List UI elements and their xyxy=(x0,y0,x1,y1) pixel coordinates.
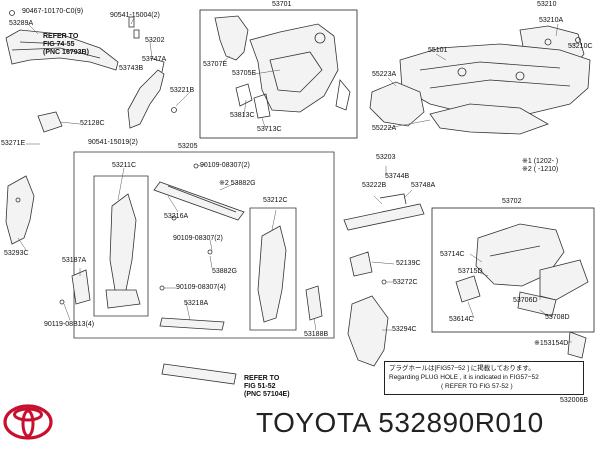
bracket-53293C xyxy=(5,175,35,245)
lower-bar xyxy=(161,363,237,385)
refer-bottom-line2: FIG 51-52 xyxy=(244,383,276,390)
callout-52139C: 52139C xyxy=(396,260,421,267)
callout-90467: 90467-10170-C0(9) xyxy=(22,8,84,15)
refer-bottom-line3: (PNC 57104E) xyxy=(244,391,290,398)
callout-153154D: ※153154D xyxy=(534,340,569,347)
dash-panel-55101 xyxy=(399,43,591,117)
member-53212C xyxy=(257,225,287,323)
callout-90119: 90119-08B13(4) xyxy=(44,321,95,328)
callout-53714C: 53714C xyxy=(440,251,465,258)
refer-note-bottom: REFER TO FIG 51-52 (PNC 57104E) xyxy=(244,375,290,399)
callout-53813C: 53813C xyxy=(230,112,255,119)
callout-53212C: 53212C xyxy=(263,197,288,204)
callout-53744B: 53744B xyxy=(385,173,410,180)
leader-lines xyxy=(17,17,579,343)
legend: ※1 (1202- ) ※2 ( -1210) xyxy=(522,158,558,174)
brand-part-number: TOYOTA 532890R010 xyxy=(256,407,544,438)
callout-53294C: 53294C xyxy=(392,326,417,333)
callout-53293C: 53293C xyxy=(4,250,29,257)
callout-53882Gb: 53882G xyxy=(212,268,237,275)
legend-line2: ※2 ( -1210) xyxy=(522,166,559,173)
apron-53702 xyxy=(455,223,589,317)
callout-53210: 53210 xyxy=(537,1,557,8)
callout-53203: 53203 xyxy=(376,154,396,161)
callout-53707E: 53707E xyxy=(203,61,228,68)
callout-53222B: 53222B xyxy=(362,182,387,189)
bolt-icon xyxy=(159,163,213,291)
refer-top-line3: (PNC 16793B) xyxy=(43,49,89,56)
callout-53701: 53701 xyxy=(272,1,292,8)
callout-53272C: 53272C xyxy=(393,279,418,286)
callout-53216A: 53216A xyxy=(164,213,189,220)
callout-53705E: 53705E xyxy=(232,70,257,77)
callout-53210A: 53210A xyxy=(539,17,564,24)
bracket-53187A xyxy=(59,269,91,305)
callout-53743B: 53743B xyxy=(119,65,144,72)
callout-53187A: 53187A xyxy=(62,257,87,264)
callout-53289A: 53289A xyxy=(9,20,34,27)
panel-53701 xyxy=(214,15,351,119)
callout-55223A: 55223A xyxy=(372,71,397,78)
plug-hole-note: プラグホールは[FIG57−52 ] に掲載しております。 Regarding … xyxy=(384,361,584,395)
callout-53614C: 53614C xyxy=(449,316,474,323)
crossmember-53216A xyxy=(153,181,245,221)
callout-90541b: 90541-15019(2) xyxy=(88,139,138,146)
callout-55222A: 55222A xyxy=(372,125,397,132)
callout-90109c: 90109-08307(4) xyxy=(176,284,226,291)
callout-53713C: 53713C xyxy=(257,126,282,133)
insulator-55223A xyxy=(369,81,549,135)
apron-53294C xyxy=(347,295,389,367)
toyota-logo-icon xyxy=(3,404,53,440)
bar-53218A xyxy=(159,317,225,331)
callout-53748A: 53748A xyxy=(411,182,436,189)
callout-53715D: 53715D xyxy=(458,268,483,275)
bolt-icon xyxy=(171,107,177,113)
callout-53882Ga: ※2 53882G xyxy=(219,180,256,187)
callout-53271E: 53271E xyxy=(1,140,26,147)
rail-53203 xyxy=(343,193,425,231)
callout-90541a: 90541-15004(2) xyxy=(110,12,160,19)
callout-53188B: 53188B xyxy=(304,331,329,338)
refer-top-line2: FIG 74-55 xyxy=(43,41,75,48)
refer-note-top: REFER TO FIG 74-55 (PNC 16793B) xyxy=(43,33,89,57)
bracket-53202 xyxy=(127,57,165,129)
callout-52128C: 52128C xyxy=(80,120,105,127)
callout-90109b: 90109-08307(2) xyxy=(173,235,223,242)
callout-53221B: 53221B xyxy=(170,87,195,94)
callout-53702: 53702 xyxy=(502,198,522,205)
note-english: Regarding PLUG HOLE , it is indicated in… xyxy=(389,374,539,381)
callout-53211C: 53211C xyxy=(112,162,137,169)
legend-line1: ※1 (1202- ) xyxy=(522,158,559,165)
refer-bottom-line1: REFER TO xyxy=(244,375,280,382)
callout-53218A: 53218A xyxy=(184,300,209,307)
bracket-53188B xyxy=(305,285,323,321)
callout-53202: 53202 xyxy=(145,37,165,44)
note-reference: ( REFER TO FIG 57-52 ) xyxy=(441,383,513,390)
clip-icon xyxy=(128,16,140,39)
bracket-52128C xyxy=(37,111,63,133)
radiator-support-upper xyxy=(5,29,119,71)
callout-53706D: 53706D xyxy=(513,297,538,304)
bracket-52139C xyxy=(349,251,387,285)
callout-53747A: 53747A xyxy=(142,56,167,63)
callout-53205: 53205 xyxy=(178,143,198,150)
note-japanese: プラグホールは[FIG57−52 ] に掲載しております。 xyxy=(389,365,535,372)
bolt-icon xyxy=(9,10,15,16)
bracket-53154D xyxy=(567,331,587,359)
callout-53210C: 53210C xyxy=(568,43,593,50)
member-53211C xyxy=(105,193,141,309)
callout-55101: 55101 xyxy=(428,47,448,54)
figure-code: 532006B xyxy=(560,397,589,404)
refer-top-line1: REFER TO xyxy=(43,33,79,40)
callout-90109a: 90109-08307(2) xyxy=(200,162,250,169)
callout-53708D: 53708D xyxy=(545,314,570,321)
